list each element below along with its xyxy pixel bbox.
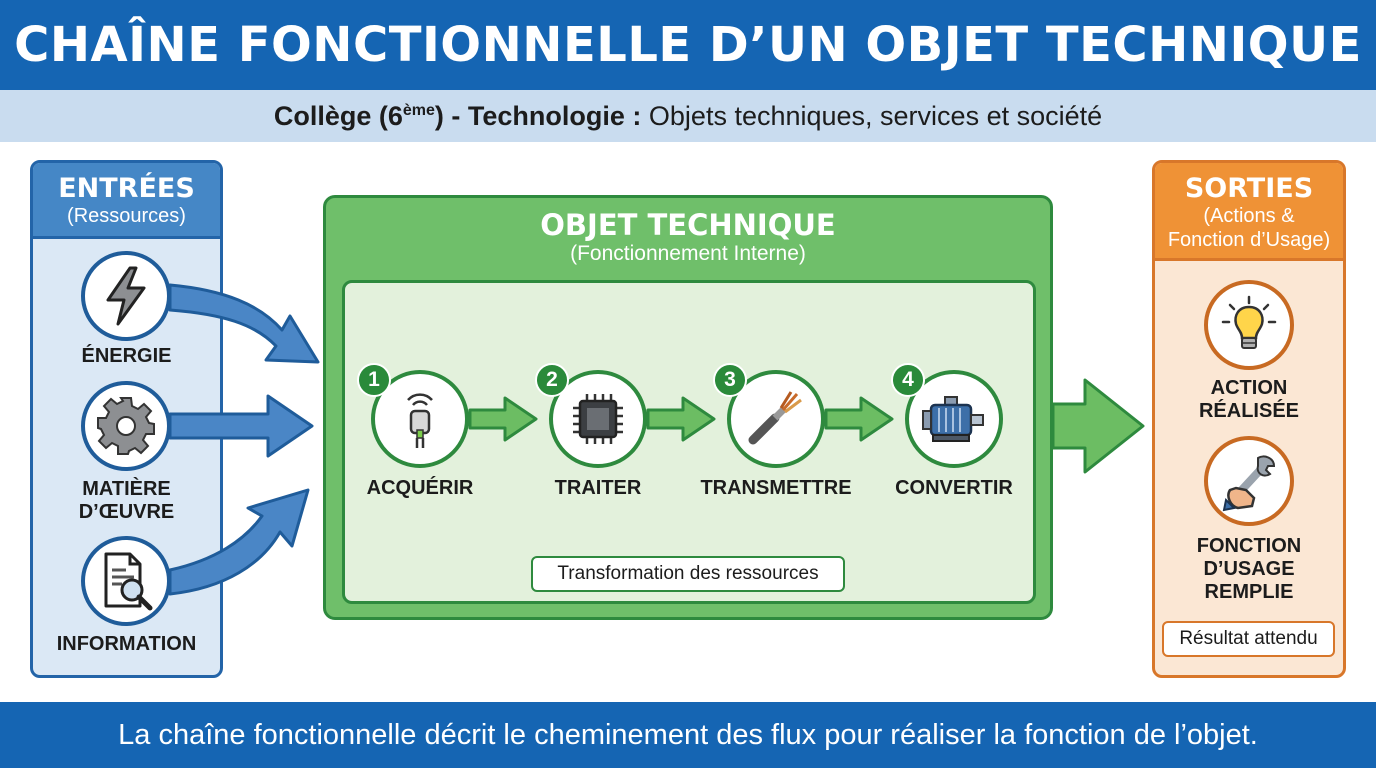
step-label-transmettre: TRANSMETTRE	[700, 477, 852, 499]
step-label-traiter: TRAITER	[554, 477, 642, 499]
output-flow-arrow	[1051, 378, 1145, 474]
hand-wrench-icon	[1204, 436, 1294, 526]
input-label-information: INFORMATION	[56, 633, 197, 655]
step-arrow-1	[468, 396, 538, 442]
footer-text: La chaîne fonctionnelle décrit le chemin…	[118, 718, 1258, 751]
object-header: OBJET TECHNIQUE (Fonctionnement Interne)	[326, 208, 1050, 266]
matter-flow-arrow	[168, 394, 314, 458]
step-badge-4: 4	[891, 363, 925, 397]
step-arrow-2	[646, 396, 716, 442]
gear-icon	[81, 381, 171, 471]
outputs-subtitle-2: Fonction d’Usage)	[1167, 229, 1331, 251]
step-badge-3: 3	[713, 363, 747, 397]
object-subtitle: (Fonctionnement Interne)	[570, 242, 806, 265]
step-label-acquerir: ACQUÉRIR	[366, 477, 474, 499]
input-label-matiere: MATIÈRE D’ŒUVRE	[78, 478, 175, 523]
footer-bar: La chaîne fonctionnelle décrit le chemin…	[0, 702, 1376, 768]
inputs-header: ENTRÉES (Ressources)	[33, 163, 220, 239]
outputs-title: SORTIES	[1184, 173, 1314, 204]
page-title: CHAÎNE FONCTIONNELLE D’UN OBJET TECHNIQU…	[14, 17, 1362, 73]
chip-icon	[549, 370, 647, 468]
energy-flow-arrow	[168, 283, 320, 364]
step-arrow-3	[824, 396, 894, 442]
input-label-energie: ÉNERGIE	[81, 345, 172, 367]
transformation-caption: Transformation des ressources	[531, 556, 845, 592]
cable-icon	[727, 370, 825, 468]
subtitle-bar: Collège (6ème) - Technologie : Objets te…	[0, 90, 1376, 142]
lightbulb-icon	[1204, 280, 1294, 370]
inputs-title: ENTRÉES	[58, 173, 195, 204]
information-flow-arrow	[168, 488, 310, 596]
lightning-icon	[81, 251, 171, 341]
outputs-header: SORTIES (Actions & Fonction d’Usage)	[1155, 163, 1343, 261]
title-bar: CHAÎNE FONCTIONNELLE D’UN OBJET TECHNIQU…	[0, 0, 1376, 90]
outputs-panel: SORTIES (Actions & Fonction d’Usage)	[1152, 160, 1346, 678]
step-badge-1: 1	[357, 363, 391, 397]
result-caption: Résultat attendu	[1162, 621, 1335, 657]
step-badge-2: 2	[535, 363, 569, 397]
step-label-convertir: CONVERTIR	[895, 477, 1013, 499]
output-label-fonction: FONCTION D’USAGE REMPLIE	[1196, 535, 1302, 603]
object-title: OBJET TECHNIQUE	[540, 208, 836, 242]
subtitle: Collège (6ème) - Technologie : Objets te…	[273, 100, 1103, 131]
inputs-subtitle: (Ressources)	[67, 205, 186, 227]
output-label-action: ACTION RÉALISÉE	[1198, 377, 1300, 422]
outputs-subtitle-1: (Actions &	[1203, 205, 1295, 227]
